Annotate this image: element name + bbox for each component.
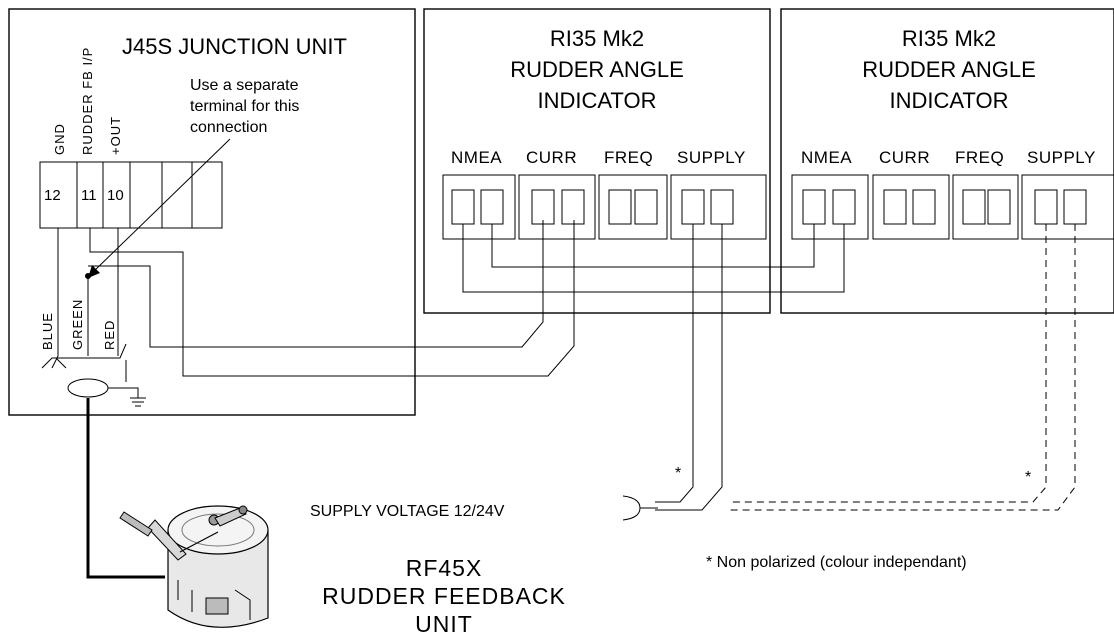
indicator-1-section-freq: FREQ [604,148,653,167]
terminal-label-rudder-fb: RUDDER FB I/P [80,47,95,155]
note-arrow [91,138,231,274]
note-line-2: terminal for this [190,98,299,115]
nmea-wiring [462,224,845,293]
indicator-2-section-freq: FREQ [955,148,1004,167]
terminal-number-12: 12 [44,187,61,204]
feedback-cable [86,398,165,579]
indicator-1-section-nmea: NMEA [451,148,502,167]
indicator-1-title-3: INDICATOR [538,88,657,113]
supply-voltage-label: SUPPLY VOLTAGE 12/24V [310,503,505,520]
indicator-1-terminals [442,174,767,240]
junction-unit-box [8,8,416,416]
indicator-2-title-1: RI35 Mk2 [902,26,996,51]
rudder-feedback-unit-icon [119,505,269,628]
indicator-2-section-supply: SUPPLY [1027,148,1096,167]
supply-bracket [622,495,641,521]
indicator-2-title-2: RUDDER ANGLE [862,57,1036,82]
wire-label-red: RED [102,320,117,350]
note-line-1: Use a separate [190,77,299,94]
supply-wiring-indicator-2 [730,224,1076,511]
asterisk-1: * [675,465,681,482]
indicator-2-section-curr: CURR [879,148,930,167]
indicator-1-title-2: RUDDER ANGLE [510,57,684,82]
indicator-2-section-nmea: NMEA [801,148,852,167]
terminal-label-out: +OUT [108,116,123,155]
junction-terminal-strip [39,161,223,229]
feedback-unit-line-3: UNIT [415,611,473,637]
indicator-2-box [780,8,1114,314]
wire-label-blue: BLUE [40,312,55,350]
footnote: * Non polarized (colour independant) [706,554,967,571]
indicator-1-section-supply: SUPPLY [677,148,746,167]
terminal-label-gnd: GND [52,123,67,155]
wire-label-green: GREEN [70,299,85,350]
terminal-number-10: 10 [107,187,124,204]
indicator-2-terminals [791,174,1114,240]
feedback-unit-line-1: RF45X [406,555,483,581]
indicator-2-title-3: INDICATOR [890,88,1009,113]
junction-internal-wires [41,220,575,407]
note-arrowhead [88,265,100,278]
terminal-number-11: 11 [81,187,97,204]
supply-wiring-indicator-1 [655,224,723,511]
indicator-1-title-1: RI35 Mk2 [550,26,644,51]
feedback-unit-line-2: RUDDER FEEDBACK [322,583,566,609]
indicator-1-box [423,8,771,314]
junction-unit-title: J45S JUNCTION UNIT [122,34,347,59]
indicator-1-section-curr: CURR [526,148,577,167]
asterisk-2: * [1025,469,1031,486]
note-line-3: connection [190,119,267,136]
